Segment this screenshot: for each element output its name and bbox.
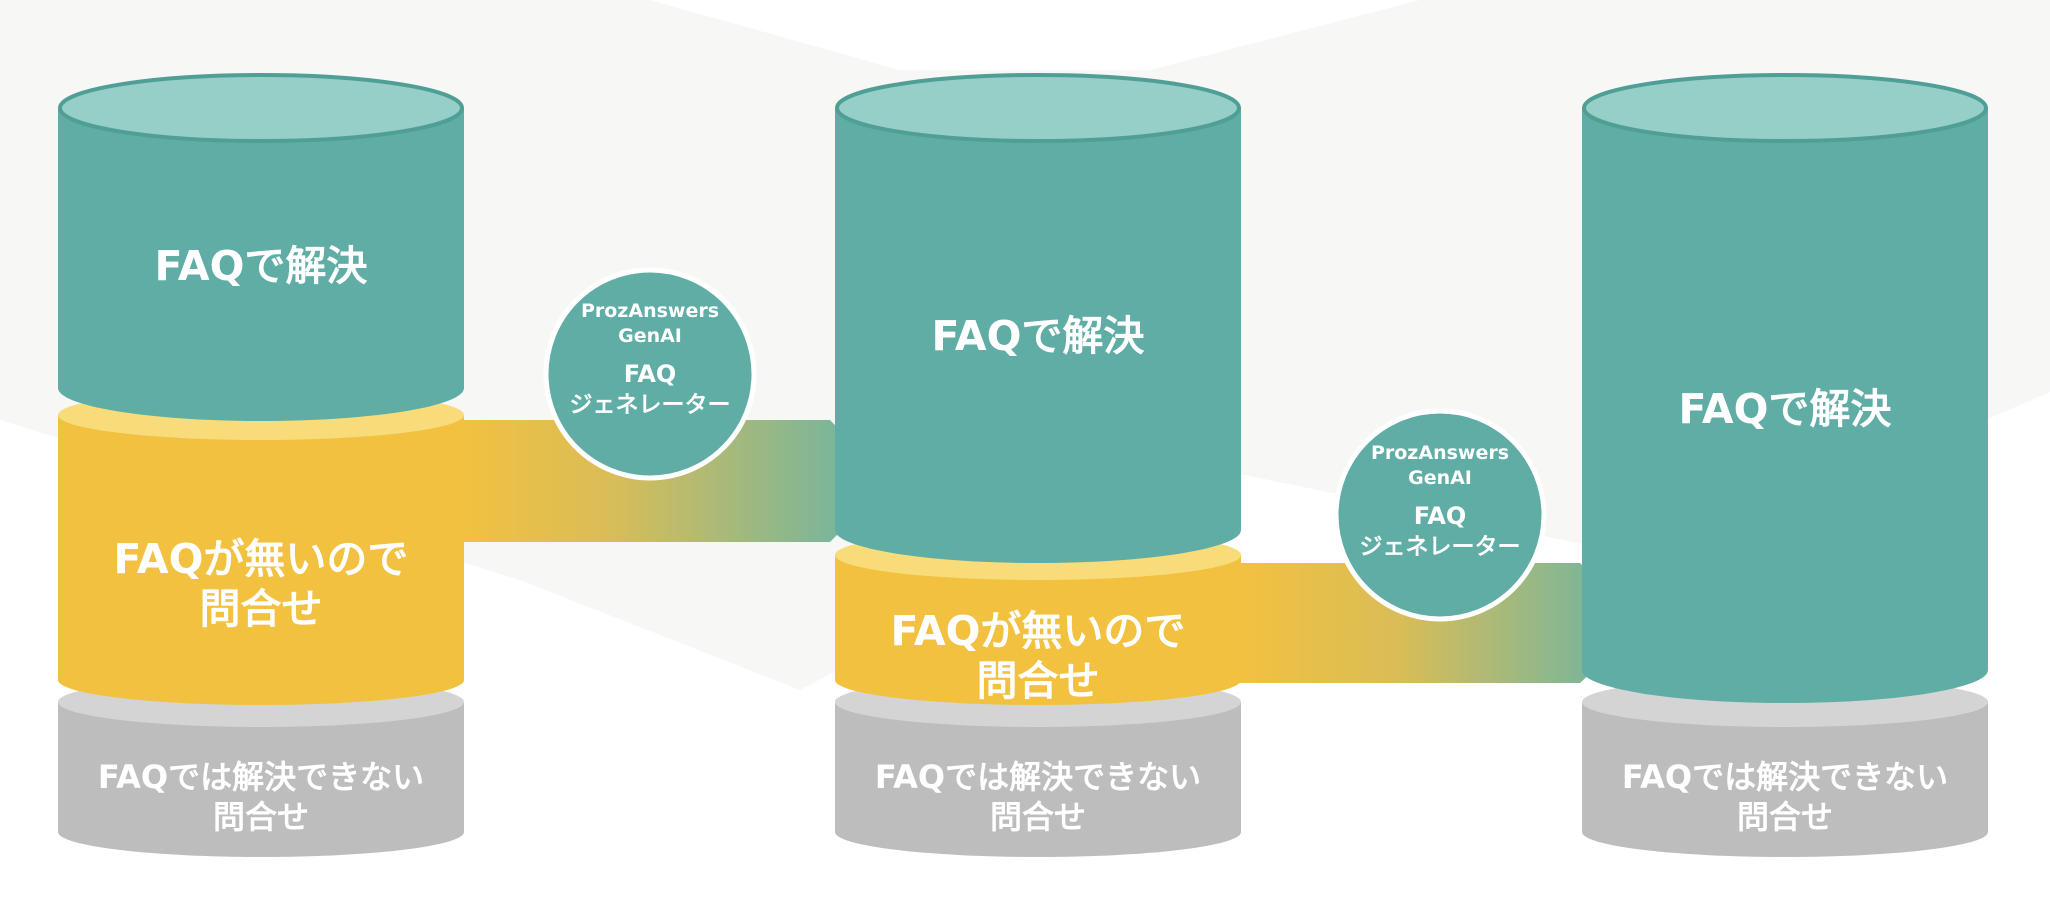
badge-brand-line-1: ProzAnswers [1371,442,1509,464]
inquiry-label-line-1: FAQが無いので [891,607,1186,655]
badge-brand-line-1: ProzAnswers [581,300,719,322]
resolved-segment [835,108,1241,563]
resolved-top [58,73,464,143]
resolved-segment [1582,108,1988,703]
badge-product-line-2: ジェネレーター [570,392,731,418]
inquiry-segment [835,555,1241,705]
inquiry-label-line-2: 問合せ [200,585,323,633]
resolved-label: FAQで解決 [932,312,1145,360]
stage-1-cylinder [58,73,464,857]
unresolvable-segment [835,702,1241,857]
badge-brand-line-2: GenAI [618,325,682,347]
faq-generator-badge-2: ProzAnswers GenAI FAQ ジェネレーター [1333,408,1547,622]
stage-3-cylinder [1582,73,1988,857]
unresolvable-label-line-2: 問合せ [990,798,1086,836]
resolved-top [835,73,1241,143]
unresolvable-label-line-1: FAQでは解決できない [98,758,424,796]
inquiry-label-line-2: 問合せ [977,657,1100,705]
resolved-label: FAQで解決 [155,242,368,290]
unresolvable-label-line-1: FAQでは解決できない [1622,758,1948,796]
badge-product-line-1: FAQ [624,360,677,388]
stage-2-cylinder [835,73,1241,857]
inquiry-label-line-1: FAQが無いので [114,535,409,583]
unresolvable-segment [58,702,464,857]
badge-brand-line-2: GenAI [1408,467,1472,489]
badge-product-line-1: FAQ [1414,502,1467,530]
badge-product-line-2: ジェネレーター [1360,534,1521,560]
unresolvable-label-line-1: FAQでは解決できない [875,758,1201,796]
background-band-light [650,0,1420,70]
faq-generator-badge-1: ProzAnswers GenAI FAQ ジェネレーター [543,267,757,481]
inquiry-segment [58,415,464,705]
resolved-top [1582,73,1988,143]
unresolvable-label-line-2: 問合せ [1737,798,1833,836]
unresolvable-label-line-2: 問合せ [213,798,309,836]
unresolvable-segment [1582,702,1988,857]
growth-arrow-1 [462,420,890,542]
growth-arrow-2 [1239,563,1642,683]
resolved-segment [58,108,464,421]
resolved-label: FAQで解決 [1679,385,1892,433]
